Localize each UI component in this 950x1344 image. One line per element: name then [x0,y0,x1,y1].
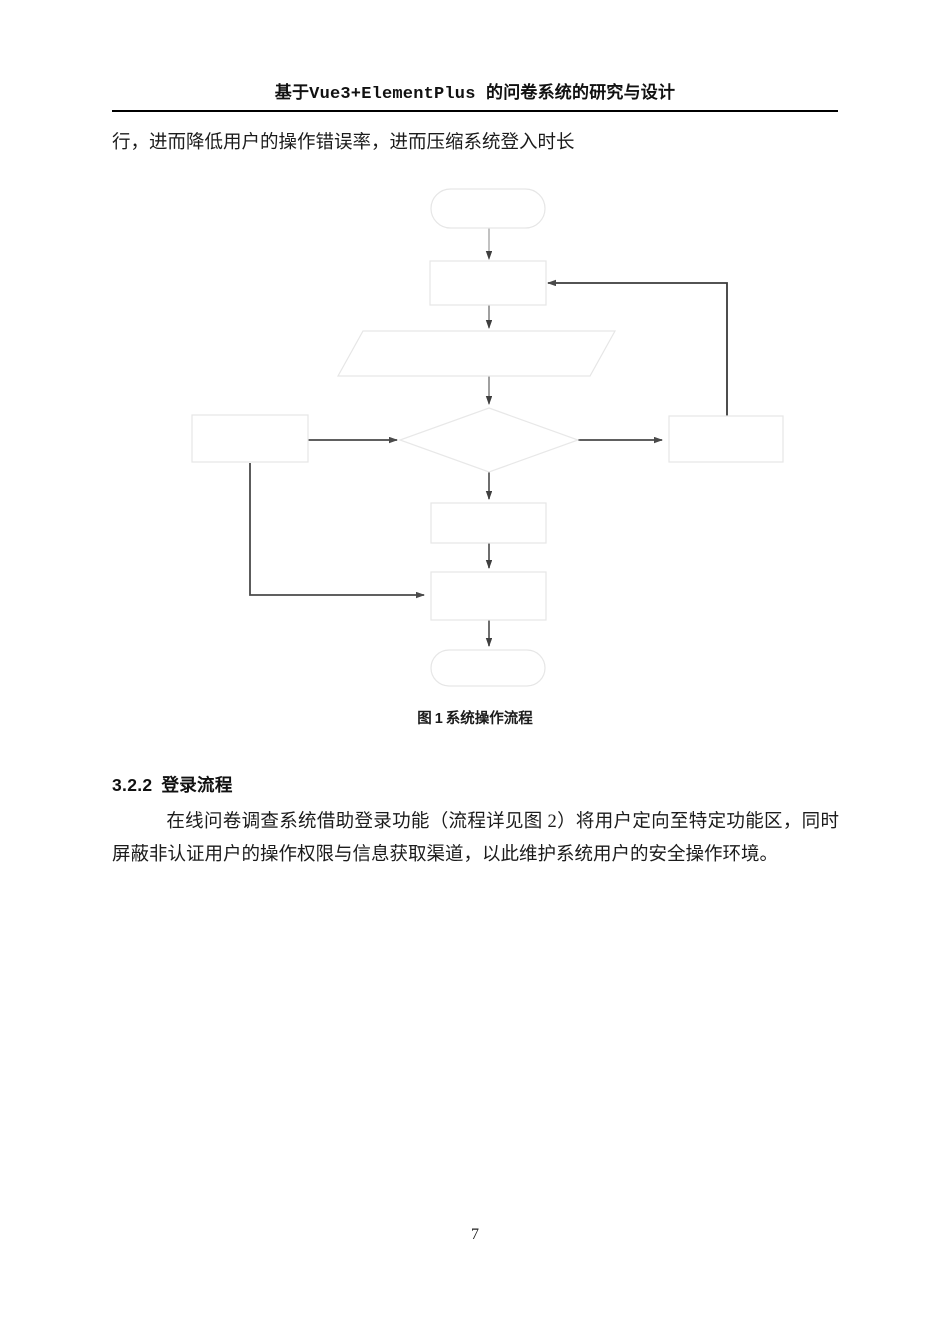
node-end-terminator [430,649,546,687]
continued-paragraph: 行，进而降低用户的操作错误率，进而压缩系统登入时长 [112,133,575,153]
node-left-process [191,414,309,463]
node-input-data [336,330,617,377]
edge-rightbox-to-process1-feedback [547,279,728,416]
login-paragraph-text: 在线问卷调查系统借助登录功能（流程详见图 2）将用户定向至特定功能区，同时屏蔽非… [112,812,839,865]
node-process-1 [429,260,547,306]
flowchart-svg [191,188,784,687]
edge-leftbox-to-process3 [249,463,425,599]
node-right-process [668,415,784,463]
header-divider [112,110,838,112]
login-flow-paragraph: 在线问卷调查系统借助登录功能（流程详见图 2）将用户定向至特定功能区，同时屏蔽非… [112,806,839,872]
caption-prefix: 图 [417,711,432,727]
section-heading: 3.2.2 登录流程 [112,772,233,797]
figure-system-operation-flowchart [112,176,838,736]
section-number: 3.2.2 [112,775,153,795]
caption-title: 系统操作流程 [445,711,533,727]
header-title: 基于Vue3+ElementPlus 的问卷系统的研究与设计 [274,85,676,104]
node-process-3 [430,571,547,621]
node-decision [398,407,580,473]
page-number: 7 [471,1226,479,1243]
node-start-terminator [430,188,546,229]
node-process-2 [430,502,547,544]
section-title: 登录流程 [161,775,233,795]
running-header: 基于Vue3+ElementPlus 的问卷系统的研究与设计 [112,84,838,112]
caption-number: 1 [434,711,443,727]
